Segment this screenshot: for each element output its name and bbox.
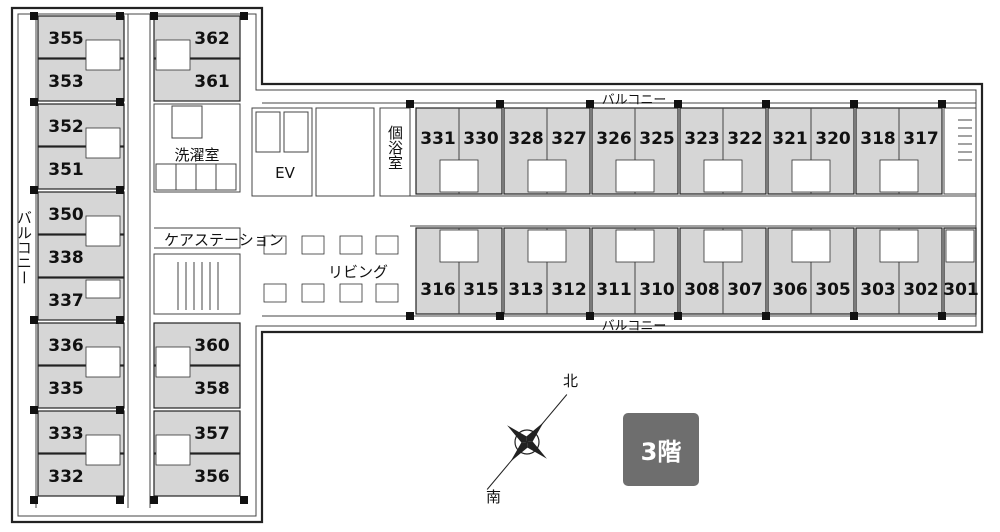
west-balcony-label: バルコニー [15, 210, 33, 285]
columns [30, 12, 946, 504]
living-tables [263, 235, 399, 303]
room-number: 318 [860, 129, 896, 149]
care-station-label: ケアステーション [164, 231, 284, 249]
bathroom-pods [85, 39, 975, 466]
room-number: 335 [48, 379, 84, 399]
stair-east [958, 119, 972, 161]
room-number: 306 [772, 280, 808, 300]
room-number: 357 [194, 424, 230, 444]
floor-badge: 3階 [623, 413, 699, 486]
room-numbers-west-outer: 355 353 352 351 350 338 337 336 335 333 … [48, 29, 84, 487]
room-number: 308 [684, 280, 720, 300]
room-number: 315 [463, 280, 499, 300]
room-number: 327 [551, 129, 587, 149]
room-number: 326 [596, 129, 632, 149]
room-number: 313 [508, 280, 544, 300]
area-labels: バルコニー バルコニー 洗濯室 EV リビング ケアステーション 個浴室 バルコ… [15, 93, 666, 334]
room-number: 302 [903, 280, 939, 300]
room-number: 325 [639, 129, 675, 149]
room-number: 350 [48, 205, 84, 225]
room-number: 360 [194, 336, 230, 356]
room-number: 303 [860, 280, 896, 300]
compass-icon [486, 394, 568, 490]
room-number: 311 [596, 280, 632, 300]
balcony-label-north: バルコニー [602, 93, 667, 108]
building-outline [10, 6, 984, 524]
room-number: 331 [420, 129, 456, 149]
room-number: 316 [420, 280, 456, 300]
balcony-label-south: バルコニー [602, 319, 667, 334]
room-number: 320 [815, 129, 851, 149]
room-number: 301 [943, 280, 979, 300]
room-number: 353 [48, 72, 84, 92]
room-number: 332 [48, 467, 84, 487]
room-number: 322 [727, 129, 763, 149]
service-core [153, 103, 977, 315]
room-number: 336 [48, 336, 84, 356]
room-350 [37, 191, 125, 235]
room-number: 323 [684, 129, 720, 149]
room-number: 361 [194, 72, 230, 92]
room-number: 355 [48, 29, 84, 49]
east-north-rooms [415, 107, 943, 195]
compass-north-label: 北 [563, 372, 578, 390]
room-numbers-west-inner: 362 361 360 358 357 356 [194, 29, 230, 487]
room-numbers-east-north: 331 330 328 327 326 325 323 322 321 320 … [420, 129, 939, 149]
room-number: 328 [508, 129, 544, 149]
room-number: 321 [772, 129, 808, 149]
room-number: 351 [48, 160, 84, 180]
elevator-label: EV [275, 164, 295, 182]
room-number: 312 [551, 280, 587, 300]
room-number: 317 [903, 129, 939, 149]
room-number: 356 [194, 467, 230, 487]
private-bath-label: 個浴室 [386, 125, 404, 170]
room-number: 337 [48, 291, 84, 311]
compass-south-label: 南 [486, 488, 501, 506]
room-number: 358 [194, 379, 230, 399]
room-number: 330 [463, 129, 499, 149]
stair-west [177, 262, 219, 310]
room-number: 352 [48, 117, 84, 137]
room-number: 305 [815, 280, 851, 300]
west-outer-rooms [37, 15, 125, 497]
room-numbers-east-south: 316 315 313 312 311 310 308 307 306 305 … [420, 280, 979, 300]
room-number: 310 [639, 280, 675, 300]
living-label: リビング [328, 263, 388, 281]
room-number: 333 [48, 424, 84, 444]
room-number: 362 [194, 29, 230, 49]
room-number: 307 [727, 280, 763, 300]
laundry-label: 洗濯室 [174, 146, 219, 164]
room-number: 338 [48, 248, 84, 268]
